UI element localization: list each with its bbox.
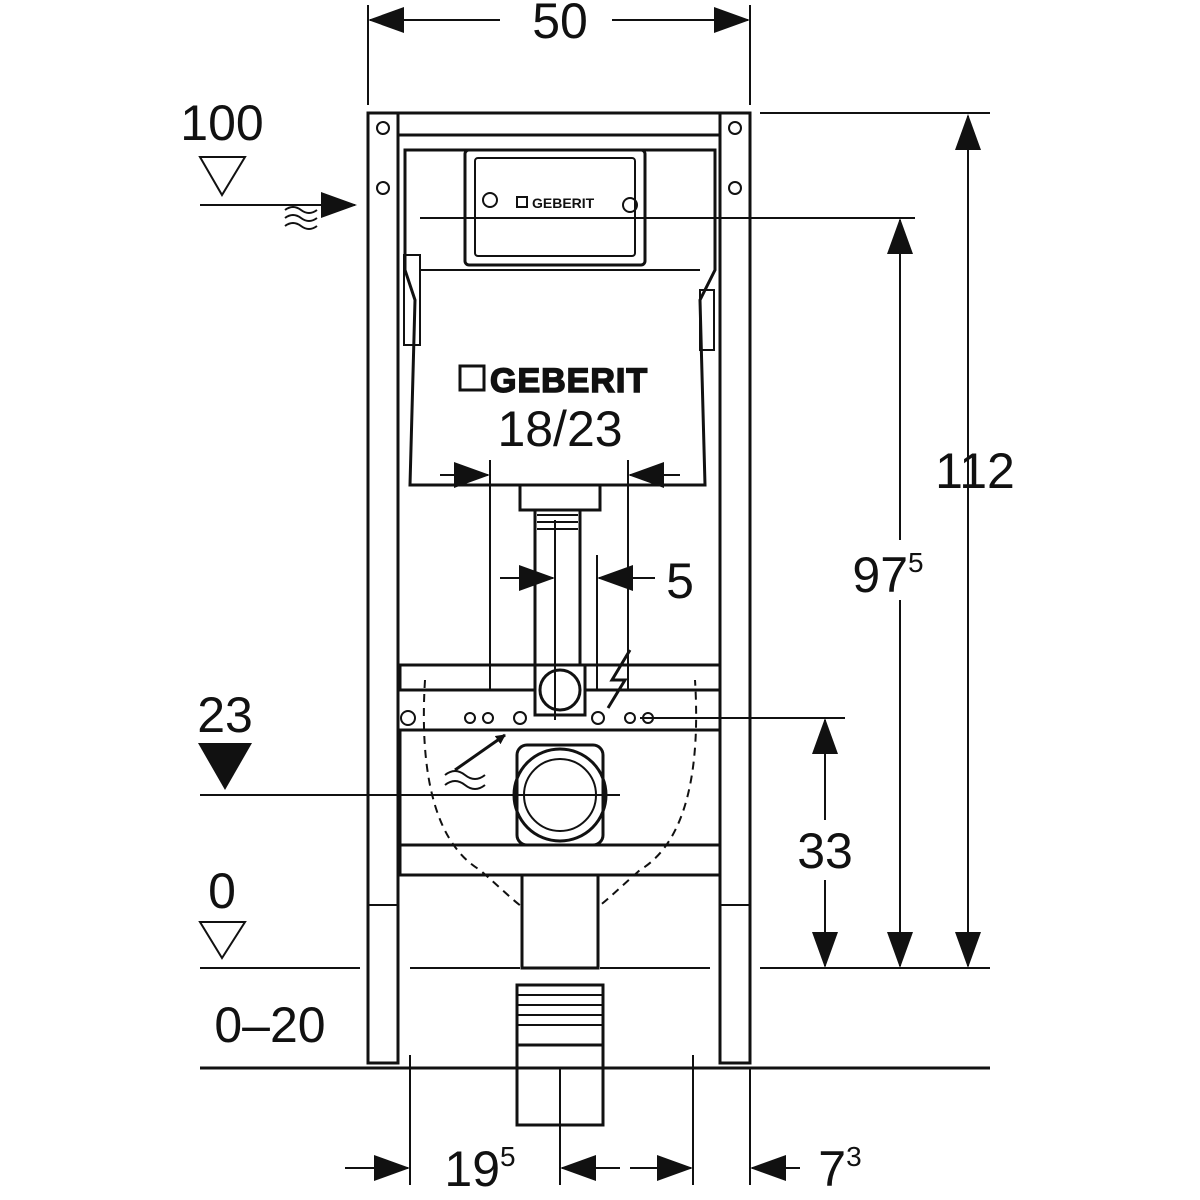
left-offset-label: 195 [444,1141,515,1197]
outlet-height-label: 23 [197,687,253,743]
width-label: 50 [532,0,588,49]
total-height-label: 112 [935,443,1015,499]
pipe-offset-dimension [500,555,655,690]
fixing-height-label: 33 [797,823,853,879]
floor-triangle-icon [198,921,247,960]
fixing-holes [400,710,654,726]
floor-adjust-label: 0–20 [214,997,325,1053]
cistern [403,148,717,487]
air-inlet-arrow [454,733,506,772]
right-offset-label: 73 [818,1141,861,1197]
water-wave-icon [284,206,318,230]
geberit-logo: GEBERIT [458,361,648,401]
cistern-width-label: 18/23 [497,401,622,457]
filled-level-triangle-icon [198,743,252,790]
svg-text:GEBERIT: GEBERIT [490,362,648,400]
electric-icon [606,649,632,709]
level-triangle-icon [198,156,247,197]
width-dimension [367,5,751,105]
floor-level-label: 0 [208,863,236,919]
svg-text:GEBERIT: GEBERIT [532,195,595,211]
wave-icon [444,770,486,790]
top-height-label: 100 [180,95,263,151]
flush-plate-logo: GEBERIT [482,192,638,213]
flush-pipe [518,483,602,720]
bottom-dimensions [345,1055,800,1185]
height-dimensions [640,112,990,968]
pipe-offset-label: 5 [666,553,694,609]
flush-height-label: 975 [852,547,923,603]
